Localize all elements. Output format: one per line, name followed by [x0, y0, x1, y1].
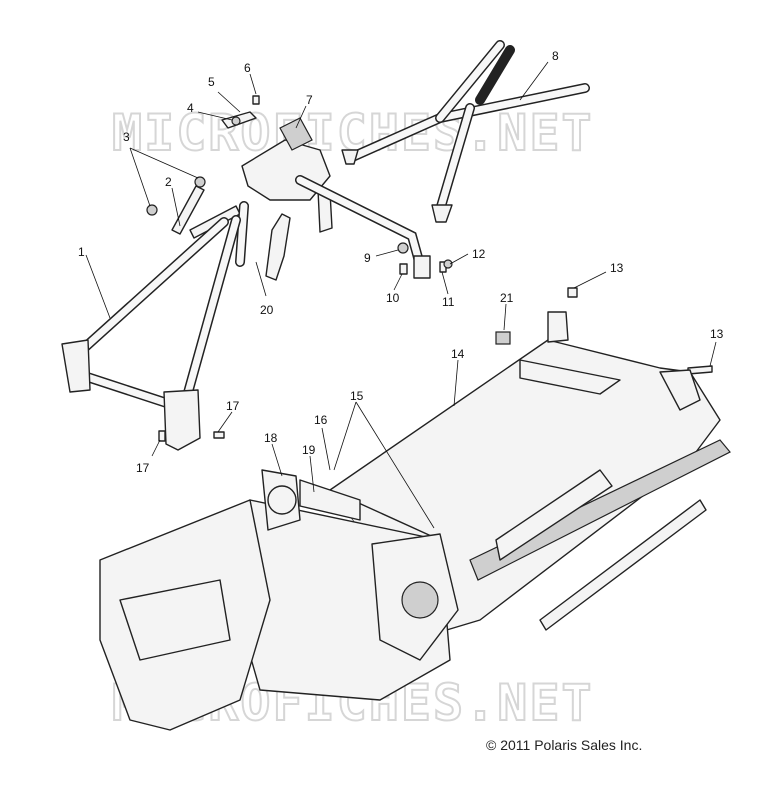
part-8-upper-support: [341, 40, 590, 223]
callout-9: 9: [364, 251, 371, 265]
callout-2: 2: [165, 175, 172, 189]
callout-11: 11: [442, 295, 455, 309]
callout-20: 20: [260, 303, 274, 317]
callout-16: 16: [314, 413, 328, 427]
part-21-grommet: [495, 331, 511, 345]
callout-numbers: 1 2 3 4 5 6 7 8 9 10 11 12 13 13 14 15 1…: [78, 49, 724, 475]
callout-15: 15: [350, 389, 364, 403]
callout-19: 19: [302, 443, 316, 457]
callout-1: 1: [78, 245, 85, 259]
callout-13-lower: 13: [710, 327, 724, 341]
leader-lines: [85, 61, 717, 529]
part-2-brace: [146, 176, 241, 239]
callout-10: 10: [386, 291, 400, 305]
callout-17-upper: 17: [226, 399, 240, 413]
callout-3: 3: [123, 130, 130, 144]
part-7-steering-bracket: [241, 117, 431, 279]
callout-5: 5: [208, 75, 215, 89]
callout-21: 21: [500, 291, 514, 305]
callout-17-lower: 17: [136, 461, 150, 475]
part-20-strut: [235, 201, 291, 281]
callout-4: 4: [187, 101, 194, 115]
part-1-front-frame: [61, 215, 241, 451]
hardware-4-5-6: [221, 95, 260, 129]
callout-18: 18: [264, 431, 278, 445]
callout-7: 7: [306, 93, 313, 107]
callout-14: 14: [451, 347, 465, 361]
bulkhead-assembly: [99, 469, 459, 731]
callout-6: 6: [244, 61, 251, 75]
callout-8: 8: [552, 49, 559, 63]
bolts: [158, 242, 713, 442]
callout-13-upper: 13: [610, 261, 624, 275]
copyright-notice: © 2011 Polaris Sales Inc.: [486, 737, 643, 753]
callout-12: 12: [472, 247, 486, 261]
